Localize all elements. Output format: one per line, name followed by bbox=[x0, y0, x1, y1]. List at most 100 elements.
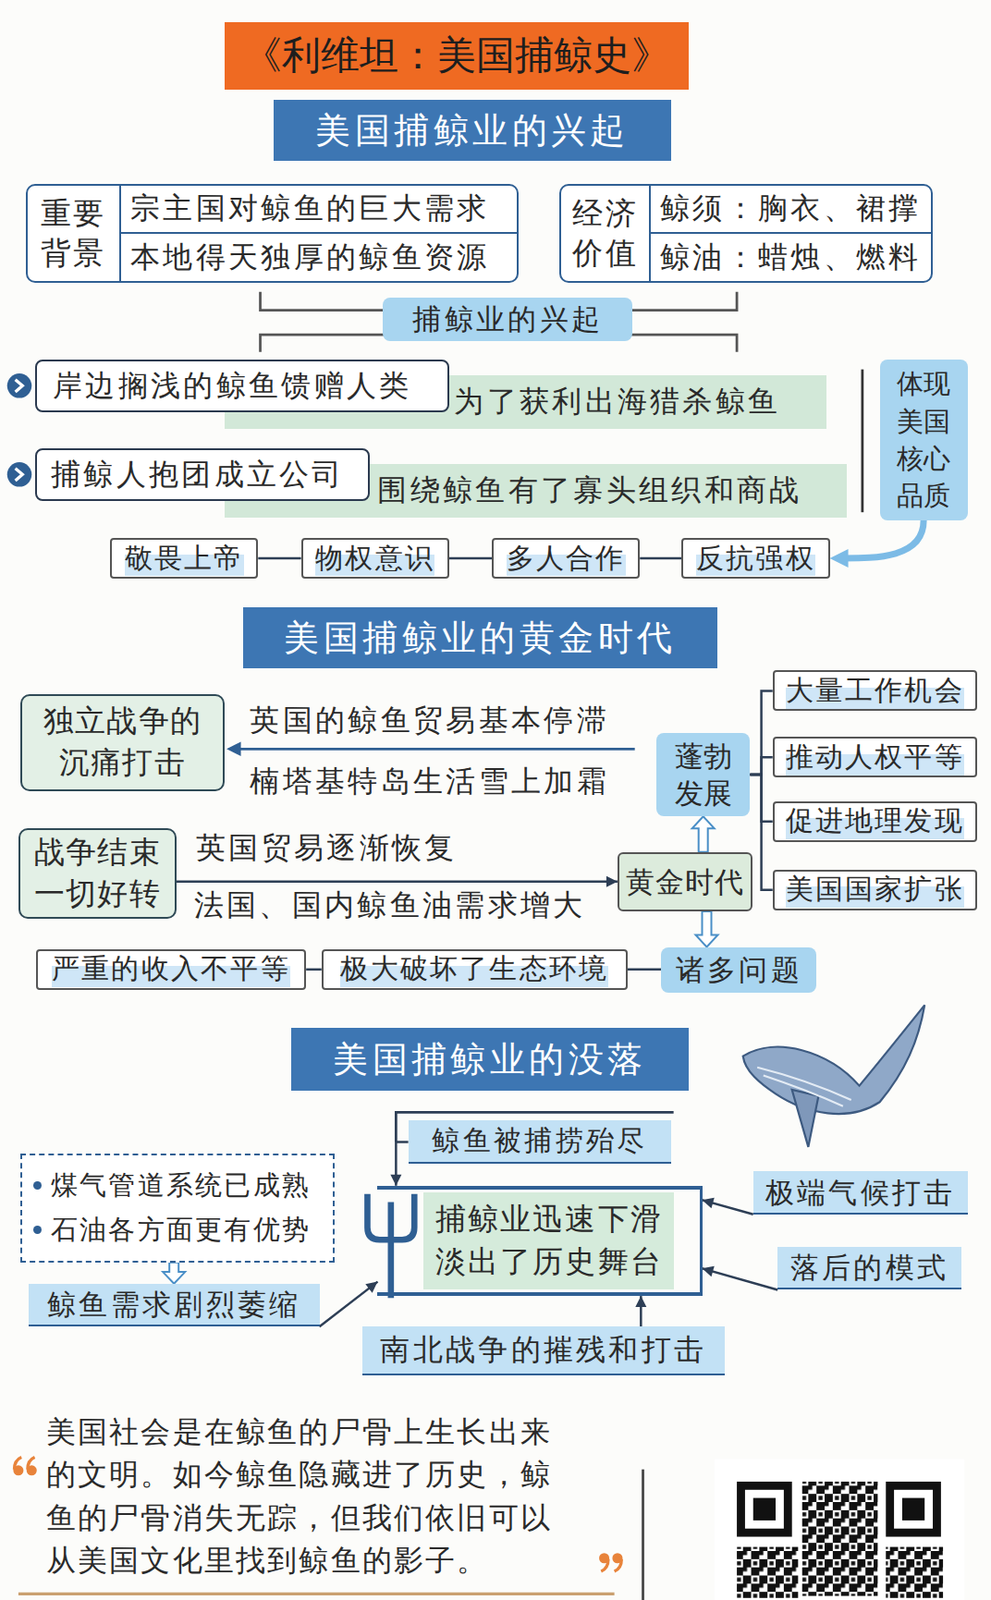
box-text: 体现美国核心品质 bbox=[894, 365, 952, 514]
stage-box: 捕鲸人抱团成立公司 bbox=[35, 448, 370, 502]
topic-pill: 捕鲸业的兴起 bbox=[382, 297, 633, 341]
note-text: 楠塔基特岛生活雪上加霜 bbox=[249, 763, 609, 799]
arrowhead bbox=[606, 876, 618, 888]
connector bbox=[162, 1262, 185, 1285]
topic-pill: 蓬勃发展 bbox=[656, 733, 751, 818]
box-text: 美国捕鲸业的兴起 bbox=[315, 108, 629, 154]
qr-modules bbox=[802, 1481, 879, 1597]
arrow-icon bbox=[7, 462, 32, 487]
outcome-box: 捕鲸业迅速下滑 淡出了历史舞台 bbox=[377, 1186, 702, 1297]
qr-code bbox=[714, 1459, 965, 1600]
effect-box: 美国国家扩张 bbox=[772, 869, 978, 911]
box-heading: 经济价值 bbox=[570, 193, 640, 273]
whale-body bbox=[743, 1004, 926, 1114]
row-column: 鲸须：胸衣、裙撑鲸油：蜡烛、燃料 bbox=[650, 185, 930, 282]
quality-box: 多人合作 bbox=[491, 538, 640, 579]
box-text: 促进地理发现 bbox=[785, 803, 965, 840]
info-box: 重要背景宗主国对鲸鱼的巨大需求本地得天独厚的鲸鱼资源 bbox=[25, 183, 519, 283]
connector-line bbox=[176, 880, 618, 884]
effect-box: 大量工作机会 bbox=[772, 670, 978, 711]
box-text: 落后的模式 bbox=[790, 1248, 950, 1286]
leader-arrow bbox=[238, 747, 635, 751]
box-text: 严重的收入不平等 bbox=[51, 951, 291, 988]
box-text: 物权意识 bbox=[315, 540, 435, 577]
row-cell: 鲸油：蜡烛、燃料 bbox=[650, 233, 930, 282]
box-text: 诸多问题 bbox=[675, 951, 803, 989]
quote-tail bbox=[600, 1559, 622, 1572]
qr-finder bbox=[753, 1498, 776, 1521]
section-band: 美国捕鲸业的兴起 bbox=[273, 99, 673, 161]
arrow-icon bbox=[15, 379, 24, 392]
quote-mark bbox=[12, 1456, 37, 1476]
bullet-dot bbox=[33, 1225, 42, 1235]
connector bbox=[749, 774, 772, 891]
qr-finder bbox=[736, 1481, 793, 1538]
box-text: 极大破坏了生态环境 bbox=[340, 951, 609, 988]
arrowhead bbox=[390, 1174, 402, 1187]
box-text: 独立战争的沉痛打击 bbox=[41, 700, 204, 784]
hollow-arrow bbox=[696, 911, 719, 948]
topic-pill: 诸多问题 bbox=[660, 947, 817, 994]
bullet-text: 煤气管道系统已成熟 bbox=[50, 1168, 311, 1203]
quality-box: 敬畏上帝 bbox=[110, 538, 258, 579]
note-text: 法国、国内鲸鱼油需求增大 bbox=[194, 887, 587, 923]
bullet-box: 煤气管道系统已成熟石油各方面更有优势 bbox=[20, 1153, 335, 1263]
stage-box: 岸边搁浅的鲸鱼馈赠人类 bbox=[35, 359, 450, 413]
qr-finder bbox=[745, 1490, 784, 1530]
cause-box: 鲸鱼被捕捞殆尽 bbox=[408, 1120, 673, 1163]
connector-line bbox=[305, 968, 322, 972]
connector bbox=[449, 557, 492, 559]
arrowhead bbox=[635, 1296, 647, 1308]
note-text: 英国贸易逐渐恢复 bbox=[195, 830, 457, 866]
row-cell: 本地得天独厚的鲸鱼资源 bbox=[121, 233, 517, 282]
box-text: 黄金时代 bbox=[625, 863, 745, 901]
note-holder: 法国、国内鲸鱼油需求增大 bbox=[194, 887, 587, 923]
underline-rule bbox=[18, 1592, 615, 1596]
quote-text: 美国社会是在鲸鱼的尸骨上生长出来的文明。如今鲸鱼隐藏进了历史，鲸鱼的尸骨消失无踪… bbox=[46, 1410, 565, 1583]
quality-box: 物权意识 bbox=[301, 538, 450, 579]
core-box: 黄金时代 bbox=[617, 852, 753, 912]
connector-line bbox=[749, 690, 772, 775]
connector bbox=[692, 816, 715, 853]
connector bbox=[627, 968, 661, 970]
box-text: 鲸鱼需求剧烈萎缩 bbox=[47, 1285, 301, 1323]
box-text: 捕鲸业迅速下滑 淡出了历史舞台 bbox=[423, 1192, 674, 1290]
row-text: 宗主国对鲸鱼的巨大需求 bbox=[130, 189, 490, 229]
cause-box: 极端气候打击 bbox=[753, 1171, 968, 1214]
qr-finder bbox=[893, 1490, 933, 1530]
bullet-dot bbox=[33, 1181, 42, 1190]
qr-ground bbox=[714, 1459, 965, 1600]
box-text: 南北战争的摧残和打击 bbox=[379, 1331, 707, 1371]
connector bbox=[635, 1296, 647, 1327]
row-cell: 宗主国对鲸鱼的巨大需求 bbox=[121, 185, 517, 235]
note-holder: 楠塔基特岛生活雪上加霜 bbox=[249, 763, 609, 799]
box-text: 敬畏上帝 bbox=[124, 540, 245, 577]
connector bbox=[749, 690, 772, 775]
qr-finder bbox=[902, 1498, 925, 1521]
hollow-arrow bbox=[162, 1262, 185, 1285]
connector bbox=[176, 876, 618, 888]
box-text: 推动人权平等 bbox=[785, 739, 965, 776]
box-text: 美国捕鲸业的黄金时代 bbox=[283, 615, 676, 661]
connector-line bbox=[627, 968, 661, 972]
qr-finder bbox=[885, 1481, 942, 1538]
connector-line bbox=[749, 774, 772, 891]
bullet-row: 石油各方面更有优势 bbox=[33, 1212, 311, 1248]
qr-modules bbox=[885, 1547, 943, 1599]
cause-box: 落后的模式 bbox=[777, 1247, 962, 1290]
title-text: 《利维坦：美国捕鲸史》 bbox=[243, 30, 671, 82]
qr-modules bbox=[736, 1547, 798, 1599]
connector bbox=[702, 1266, 779, 1291]
box-text: 岸边搁浅的鲸鱼馈赠人类 bbox=[52, 367, 412, 406]
connector-line bbox=[319, 1282, 379, 1328]
connector bbox=[702, 1198, 754, 1215]
note-text: 英国的鲸鱼贸易基本停滞 bbox=[249, 702, 609, 738]
box-text: 捕鲸业的兴起 bbox=[412, 300, 603, 338]
quote-tail bbox=[13, 1456, 35, 1469]
topic-pill: 体现美国核心品质 bbox=[880, 359, 968, 521]
connector bbox=[257, 557, 301, 559]
problem-box: 严重的收入不平等 bbox=[36, 949, 307, 991]
connector-line bbox=[749, 757, 772, 775]
box-text: 大量工作机会 bbox=[785, 672, 965, 710]
